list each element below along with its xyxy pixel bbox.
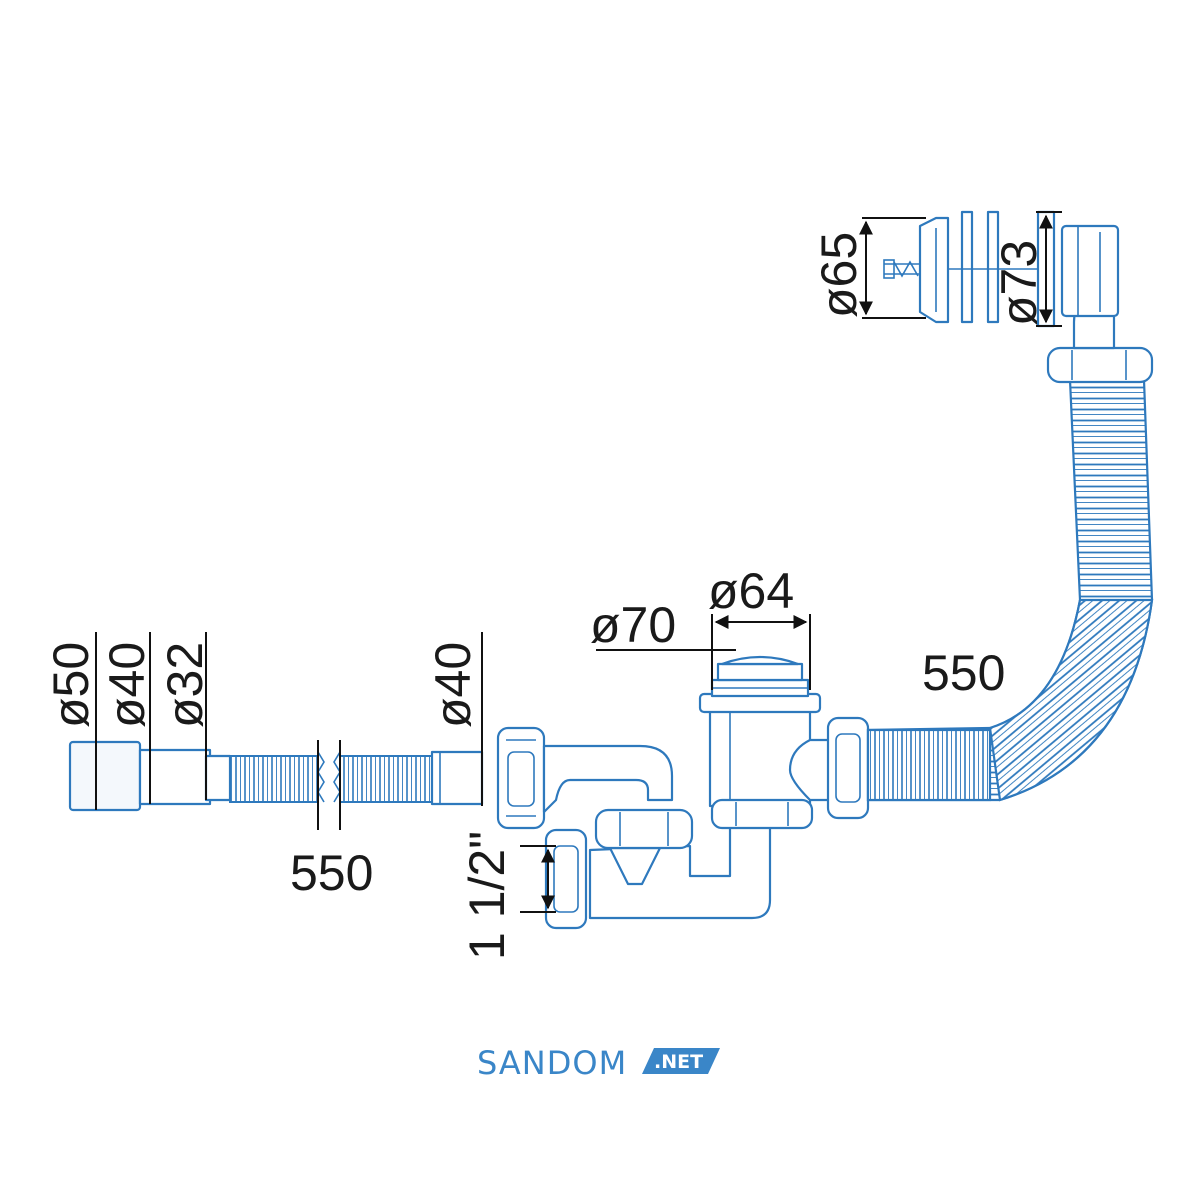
dim-hose-right-length: 550 <box>922 645 1005 701</box>
sandom-logo: SANDOM .NET <box>477 1044 720 1082</box>
dim-d32: ø32 <box>157 642 213 728</box>
dim-d64: ø64 <box>708 563 794 619</box>
logo-badge <box>642 1048 720 1074</box>
dim-d50: ø50 <box>43 642 99 728</box>
siphon-body <box>496 704 870 930</box>
dim-d70: ø70 <box>590 597 676 653</box>
dim-d40-left: ø40 <box>99 642 155 728</box>
left-outlet-hose <box>68 740 484 812</box>
logo-suffix: .NET <box>654 1051 703 1073</box>
dim-d40-outlet: ø40 <box>425 642 481 728</box>
dim-d73: ø73 <box>991 240 1047 326</box>
dimension-lines <box>95 211 1062 913</box>
dim-thread: 1 1/2" <box>459 831 515 960</box>
overflow-head <box>698 655 822 714</box>
logo-name: SANDOM <box>477 1044 627 1082</box>
right-flex-hose <box>866 224 1154 802</box>
dim-hose-left-length: 550 <box>290 845 373 901</box>
dim-d65: ø65 <box>811 232 867 318</box>
